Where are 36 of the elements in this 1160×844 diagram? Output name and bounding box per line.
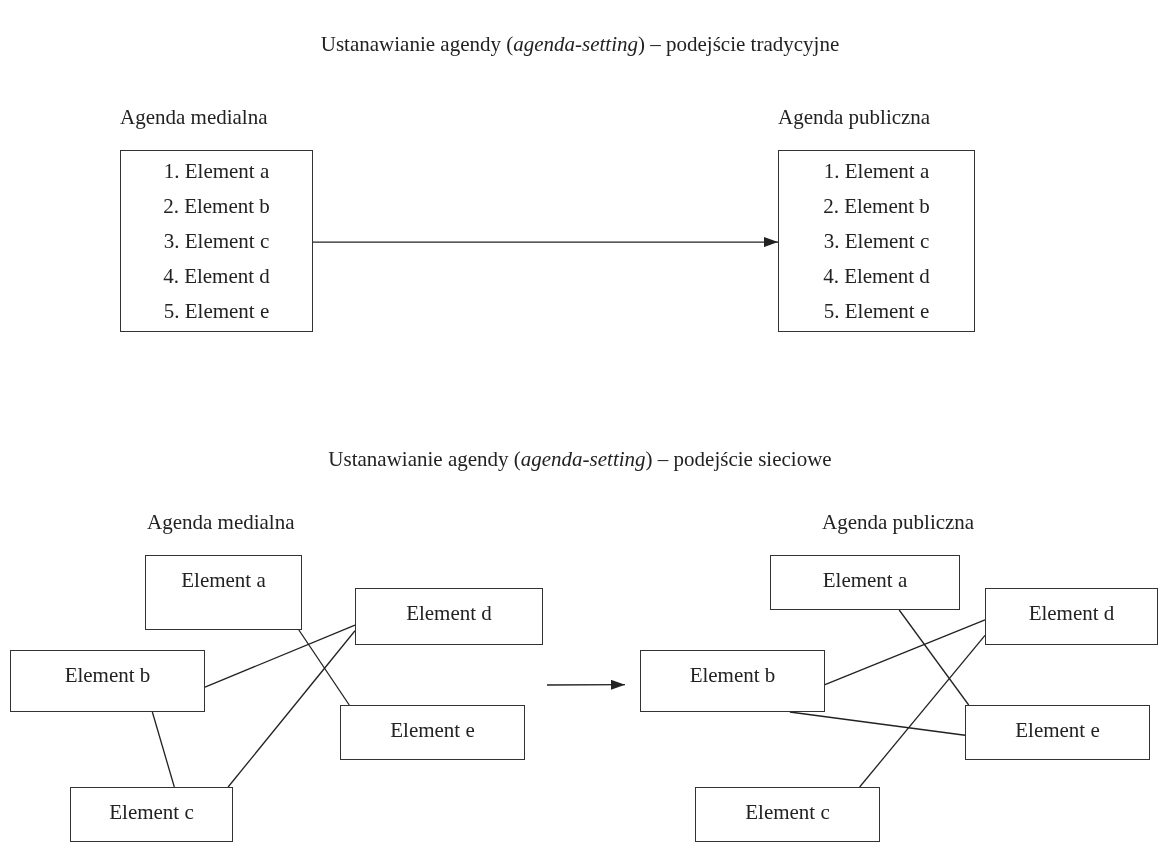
element-box: Element c bbox=[70, 787, 233, 842]
list-item: 4. Element d bbox=[163, 262, 270, 290]
connector-line bbox=[824, 619, 986, 686]
element-box: Element a bbox=[145, 555, 302, 630]
connector-line bbox=[859, 634, 986, 788]
list-item: 3. Element c bbox=[823, 227, 930, 255]
list-heading: Agenda publiczna bbox=[778, 105, 931, 130]
list-item: 5. Element e bbox=[823, 297, 930, 325]
list-item: 4. Element d bbox=[823, 262, 930, 290]
diagram-title: Ustanawianie agendy (agenda-setting) – podejście tradycyjne bbox=[319, 32, 841, 57]
column-heading: Agenda medialna bbox=[147, 510, 295, 535]
element-box: Element b bbox=[10, 650, 205, 712]
list-item: 2. Element b bbox=[823, 192, 930, 220]
list-item: 5. Element e bbox=[163, 297, 270, 325]
connector-line bbox=[227, 630, 356, 788]
element-box: Element d bbox=[985, 588, 1158, 645]
element-box: Element b bbox=[640, 650, 825, 712]
element-box: Element e bbox=[965, 705, 1150, 760]
list-item: 3. Element c bbox=[163, 227, 270, 255]
list-item: 1. Element a bbox=[163, 157, 270, 185]
element-box: Element a bbox=[770, 555, 960, 610]
element-box: Element d bbox=[355, 588, 543, 645]
connector-line bbox=[298, 629, 350, 706]
connector-line bbox=[898, 609, 970, 706]
column-heading: Agenda publiczna bbox=[822, 510, 975, 535]
connector-line bbox=[151, 711, 175, 788]
arrow bbox=[546, 679, 626, 690]
section-title: Ustanawianie agendy (agenda-setting) – podejście sieciowe bbox=[327, 447, 833, 472]
list-item: 1. Element a bbox=[823, 157, 930, 185]
element-box: Element c bbox=[695, 787, 880, 842]
connector-line bbox=[204, 624, 356, 688]
element-box: Element e bbox=[340, 705, 525, 760]
arrow bbox=[312, 237, 779, 248]
list-item: 2. Element b bbox=[163, 192, 270, 220]
connector-line bbox=[789, 711, 966, 736]
list-heading: Agenda medialna bbox=[120, 105, 268, 130]
